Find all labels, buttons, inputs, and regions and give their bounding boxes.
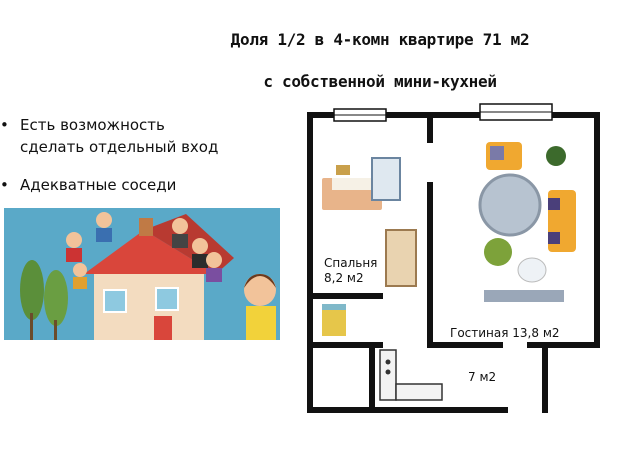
bullet-dot-icon: •: [0, 176, 9, 194]
feature-text-line1: Есть возможность: [20, 116, 165, 134]
windows: [333, 103, 553, 122]
feature-item-separate-entrance-cont: сделать отдельный вход: [20, 136, 218, 158]
listing-title: Доля 1/2 в 4-комн квартире 71 м2: [230, 30, 530, 49]
bedroom-label: Спальня 8,2 м2: [324, 256, 377, 286]
feature-item-separate-entrance: • Есть возможность: [0, 114, 165, 136]
feature-item-neighbors: • Адекватные соседи: [0, 174, 176, 196]
kitchen-counter: [379, 349, 443, 401]
trees: [20, 260, 68, 340]
living-furniture: [478, 142, 576, 302]
bedroom-name: Спальня: [324, 256, 378, 270]
feature-text-line2: сделать отдельный вход: [20, 138, 219, 156]
kitchen-area-label: 7 м2: [468, 370, 497, 384]
living-room-label: Гостиная 13,8 м2: [450, 326, 560, 340]
sink-icon: [322, 304, 346, 336]
feature-text: Адекватные соседи: [20, 176, 177, 194]
neighbors-house-illustration: [4, 208, 280, 340]
bullet-dot-icon: •: [0, 116, 9, 134]
people: [66, 212, 276, 340]
bedroom-area: 8,2 м2: [324, 271, 364, 285]
listing-subtitle: с собственной мини-кухней: [263, 72, 497, 91]
